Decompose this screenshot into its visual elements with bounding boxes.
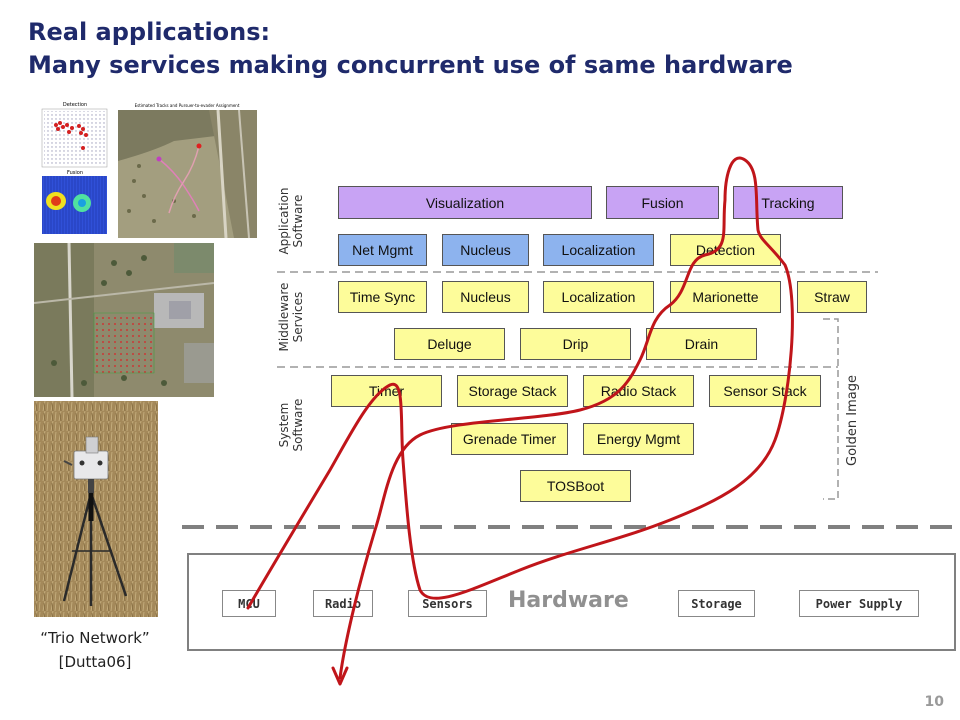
slide-title: Real applications: Many services making … xyxy=(28,16,793,82)
layer-application-line-2: Software xyxy=(291,194,305,248)
grenade-timer-box: Grenade Timer xyxy=(451,423,568,455)
sensor-field-aerial-photo xyxy=(34,243,214,397)
caption-line-2: [Dutta06] xyxy=(58,653,132,671)
storage-stack-box: Storage Stack xyxy=(457,375,568,407)
layer-application-line-1: Application xyxy=(277,187,291,255)
tracking-box: Tracking xyxy=(733,186,843,219)
layer-middleware-line-1: Middleware xyxy=(277,282,291,352)
detection-plot-title: Detection xyxy=(63,102,87,108)
detection-fusion-plot: Detection Fusion xyxy=(34,101,112,240)
detection-box: Detection xyxy=(670,234,781,266)
page-number: 10 xyxy=(924,694,944,710)
photo-caption: “Trio Network” [Dutta06] xyxy=(20,626,170,674)
layer-label-system: System Software xyxy=(277,380,305,470)
radio-stack-box: Radio Stack xyxy=(583,375,694,407)
hw-power-supply-box: Power Supply xyxy=(799,590,919,617)
title-line-1: Real applications: xyxy=(28,18,271,46)
net-mgmt-box: Net Mgmt xyxy=(338,234,427,266)
hw-sensors-box: Sensors xyxy=(408,590,487,617)
drip-box: Drip xyxy=(520,328,631,360)
title-line-2: Many services making concurrent use of s… xyxy=(28,51,793,79)
sensor-stack-box: Sensor Stack xyxy=(709,375,821,407)
hw-storage-box: Storage xyxy=(678,590,755,617)
caption-line-1: “Trio Network” xyxy=(40,629,150,647)
hardware-title: Hardware xyxy=(508,588,629,613)
layer-label-middleware: Middleware Services xyxy=(277,272,305,362)
golden-image-bracket xyxy=(823,318,839,500)
layer-system-line-2: Software xyxy=(291,398,305,452)
straw-box: Straw xyxy=(797,281,867,313)
layer-system-line-1: System xyxy=(277,402,291,448)
time-sync-box: Time Sync xyxy=(338,281,427,313)
estimated-tracks-aerial-photo: Estimated Tracks and Pursuer-to-evader A… xyxy=(114,101,259,240)
drain-box: Drain xyxy=(646,328,757,360)
nucleus-mw-box: Nucleus xyxy=(442,281,529,313)
timer-box: Timer xyxy=(331,375,442,407)
localization-app-box: Localization xyxy=(543,234,654,266)
golden-image-label: Golden Image xyxy=(845,375,860,466)
hw-mcu-box: MCU xyxy=(222,590,276,617)
tracks-plot-title: Estimated Tracks and Pursuer-to-evader A… xyxy=(135,103,240,108)
localization-mw-box: Localization xyxy=(543,281,654,313)
layer-label-application: Application Software xyxy=(277,176,305,266)
marionette-box: Marionette xyxy=(670,281,781,313)
red-path-arrowhead xyxy=(331,666,349,686)
nucleus-app-box: Nucleus xyxy=(442,234,529,266)
layer-middleware-line-2: Services xyxy=(291,291,305,343)
tosboot-box: TOSBoot xyxy=(520,470,631,502)
energy-mgmt-box: Energy Mgmt xyxy=(583,423,694,455)
hw-radio-box: Radio xyxy=(313,590,373,617)
fusion-plot-title: Fusion xyxy=(67,170,83,176)
fusion-box: Fusion xyxy=(606,186,719,219)
visualization-box: Visualization xyxy=(338,186,592,219)
deluge-box: Deluge xyxy=(394,328,505,360)
trio-node-tripod-photo xyxy=(34,401,158,617)
